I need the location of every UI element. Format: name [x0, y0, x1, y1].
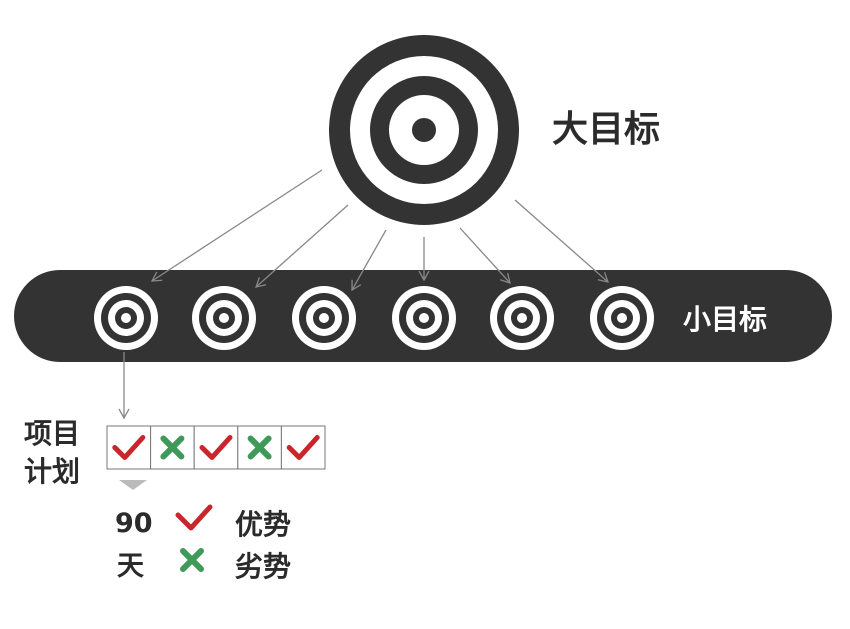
- disadvantage-label: 劣势: [235, 550, 292, 583]
- days-unit: 天: [117, 551, 144, 582]
- legend-check-icon: [175, 504, 213, 531]
- small-target-icon: [392, 286, 456, 350]
- advantage-label: 优势: [235, 508, 292, 541]
- arrow: [514, 199, 610, 283]
- legend-cross-icon: [180, 548, 204, 572]
- small-target-icon: [94, 286, 158, 350]
- arrow: [459, 227, 511, 284]
- plan-cell-check: [280, 425, 326, 470]
- plan-cell-check: [193, 425, 239, 470]
- arrows: [118, 169, 610, 420]
- big-goal-label: 大目标: [552, 109, 661, 150]
- small-goals-label: 小目标: [683, 303, 768, 336]
- project-plan-table: [106, 425, 326, 470]
- down-triangle-icon: [119, 480, 147, 490]
- project-plan-label-1: 项目: [24, 417, 81, 450]
- days-number: 90: [115, 508, 153, 539]
- arrow: [351, 229, 387, 292]
- cross-icon: [160, 435, 185, 460]
- small-target-icon: [292, 286, 356, 350]
- plan-cell-check: [106, 425, 152, 470]
- big-target-icon: [329, 35, 519, 225]
- small-target-icon: [192, 286, 256, 350]
- project-plan-label-2: 计划: [24, 455, 81, 488]
- check-icon: [112, 435, 146, 460]
- check-icon: [199, 435, 233, 460]
- arrow: [255, 204, 349, 288]
- arrow: [150, 169, 323, 282]
- plan-cell-cross: [237, 425, 282, 470]
- cross-icon: [247, 435, 272, 460]
- small-target-icon: [490, 286, 554, 350]
- small-target-icon: [590, 286, 654, 350]
- plan-cell-cross: [150, 425, 195, 470]
- check-icon: [286, 435, 320, 460]
